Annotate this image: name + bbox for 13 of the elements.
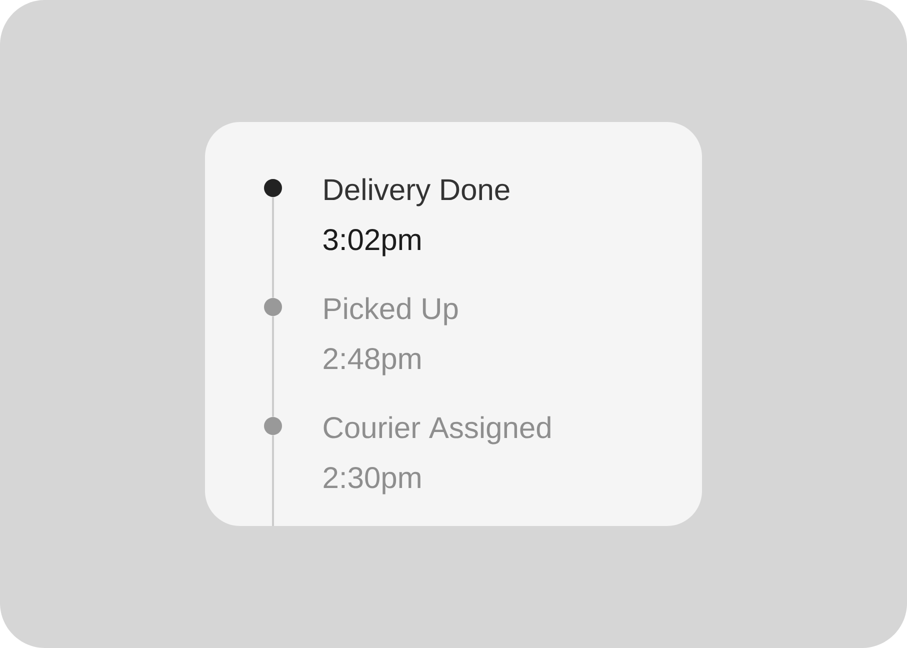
event-title: Picked Up [324, 297, 458, 326]
timeline-line [272, 197, 274, 298]
event-time: 2:48pm [324, 348, 420, 376]
event-time: 2:30pm [324, 467, 420, 494]
timeline-dot [264, 179, 282, 197]
card [205, 122, 702, 526]
event-title: Delivery Done [324, 178, 510, 206]
timeline-line [272, 316, 274, 417]
timeline-line [272, 435, 274, 526]
event-time: 3:02pm [323, 229, 420, 256]
timeline-dot [264, 298, 282, 316]
event-title: Courier Assigned [324, 416, 550, 444]
timeline-dot [264, 417, 282, 435]
